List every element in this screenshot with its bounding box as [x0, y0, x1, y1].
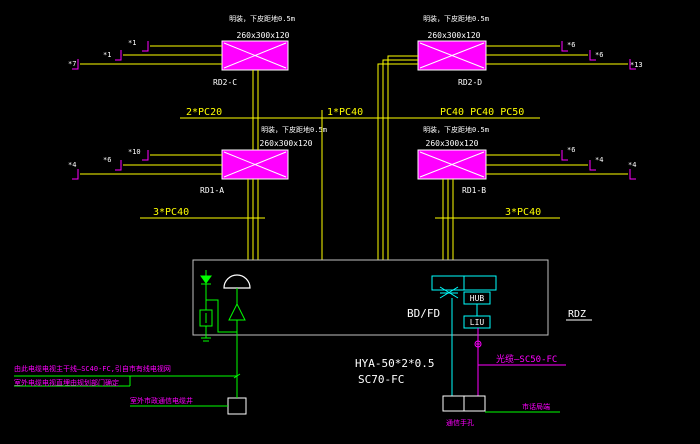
outlet-count: *4 [595, 156, 603, 164]
note-text: 室外市政通信电缆井 [130, 396, 193, 405]
outlet-counts: *1 *1 *7 *6 *6 *13 *10 *6 *4 *6 *4 *4 [68, 39, 643, 169]
conduit-label: 3*PC40 [505, 207, 541, 218]
note-text: 室外电缆电视直埋由规划部门确定 [14, 378, 119, 387]
box-note: 明装，下皮距地0.5m [229, 14, 295, 23]
box-rd2-c: 明装，下皮距地0.5m 260x300x120 RD2-C [213, 14, 295, 87]
city-label: 市话局端 [522, 402, 550, 411]
note-text: 由此电缆电视主干线—SC40-FC,引自市有线电视网 [14, 364, 171, 373]
cable-spec: SC70-FC [358, 373, 404, 386]
conduit-label: 1*PC40 [327, 107, 363, 118]
box-rd1-a: 明装，下皮距地0.5m 260x300x120 RD1-A [200, 125, 327, 195]
outlet-count: *6 [595, 51, 603, 59]
riser-lines [247, 55, 454, 260]
outlet-count: *13 [630, 61, 643, 69]
catv-equipment [199, 270, 251, 394]
outlet-count: *6 [567, 146, 575, 154]
tel-data-equipment: HUB LIU [431, 275, 497, 396]
outlet-count: *1 [103, 51, 111, 59]
outlet-count: *1 [128, 39, 136, 47]
box-label: RD1-B [462, 186, 486, 195]
box-size: 260x300x120 [428, 31, 481, 40]
box-note: 明装，下皮距地0.5m [261, 125, 327, 134]
branch-lines [80, 45, 628, 175]
cabinet-label: RDZ [568, 309, 586, 320]
box-note: 明装，下皮距地0.5m [423, 125, 489, 134]
outlet-count: *4 [68, 161, 76, 169]
box-size: 260x300x120 [260, 139, 313, 148]
box-label: RD2-C [213, 78, 237, 87]
outlets [72, 41, 636, 180]
box-label: RD2-D [458, 78, 482, 87]
box-size: 260x300x120 [426, 139, 479, 148]
tel-external [442, 364, 566, 413]
conduit-markers [140, 117, 560, 219]
rdz-cabinet [192, 259, 549, 336]
cable-spec: HYA-50*2*0.5 [355, 357, 434, 370]
liu-label: LIU [470, 318, 485, 327]
catv-external [14, 373, 247, 415]
outlet-count: *6 [567, 41, 575, 49]
box-note: 明装，下皮距地0.5m [423, 14, 489, 23]
box-rd2-d: 明装，下皮距地0.5m 260x300x120 RD2-D [417, 14, 489, 87]
outlet-count: *7 [68, 60, 76, 68]
box-label: RD1-A [200, 186, 224, 195]
conduit-label: 2*PC20 [186, 107, 222, 118]
box-rd1-b: 明装，下皮距地0.5m 260x300x120 RD1-B [417, 125, 489, 195]
hub-label: HUB [470, 294, 485, 303]
outlet-count: *10 [128, 148, 141, 156]
well-label: 通信手孔 [446, 418, 474, 427]
fiber-label: 光缆—SC50-FC [496, 353, 557, 365]
outlet-count: *6 [103, 156, 111, 164]
box-size: 260x300x120 [237, 31, 290, 40]
bdfd-label: BD/FD [407, 307, 440, 320]
conduit-label: 3*PC40 [153, 207, 189, 218]
outlet-count: *4 [628, 161, 636, 169]
conduit-label: PC40 PC40 PC50 [440, 107, 524, 118]
